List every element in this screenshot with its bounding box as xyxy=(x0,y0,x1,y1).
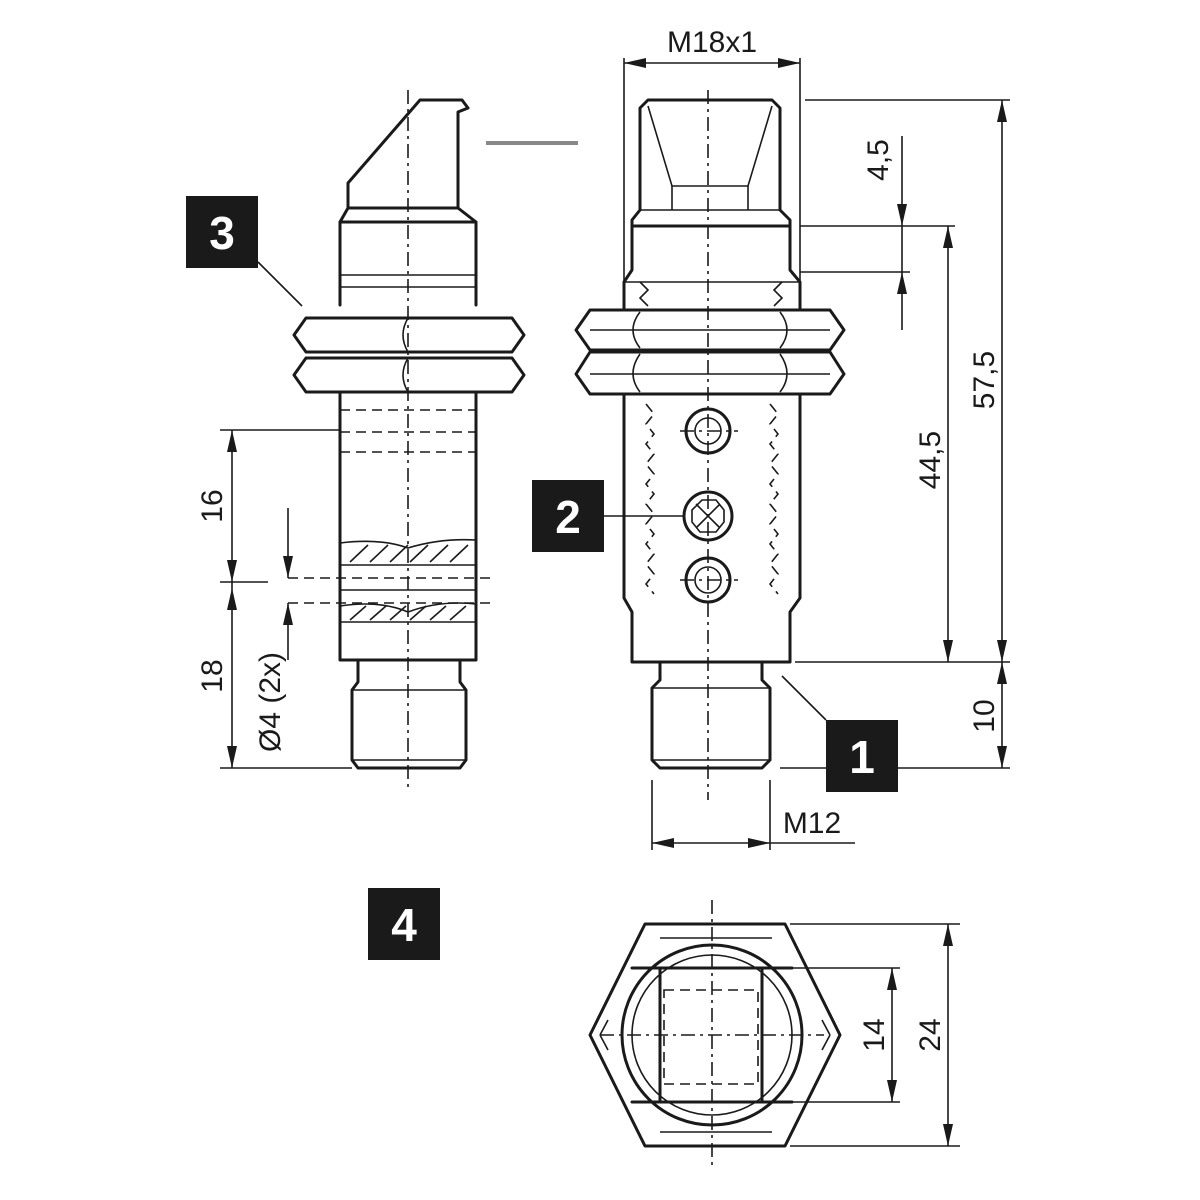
dim-thread-main: M18x1 xyxy=(667,26,757,59)
callout-3-label: 3 xyxy=(209,207,235,259)
dim-body-length: 44,5 xyxy=(914,431,947,489)
dim-across-flats: 24 xyxy=(914,1018,947,1051)
end-view-bottom xyxy=(588,900,842,1170)
dim-connector-length: 10 xyxy=(968,699,1001,732)
front-view-right xyxy=(574,90,846,800)
side-view-left xyxy=(288,90,526,792)
dim-total-length: 57,5 xyxy=(968,351,1001,409)
callout-4: 4 xyxy=(368,888,440,960)
dimension-lines xyxy=(220,58,1010,1147)
callout-3: 3 xyxy=(186,196,258,268)
callout-1: 1 xyxy=(826,720,898,792)
dim-hole-diameter: Ø4 (2x) xyxy=(254,652,287,752)
callout-2: 2 xyxy=(532,480,604,552)
callout-2-label: 2 xyxy=(555,491,581,543)
dim-head-length: 4,5 xyxy=(862,139,895,181)
callout-1-label: 1 xyxy=(849,731,875,783)
dim-inner-width: 14 xyxy=(858,1018,891,1051)
callout-4-label: 4 xyxy=(391,899,417,951)
dim-offset-upper: 16 xyxy=(196,489,229,522)
dim-connector-thread: M12 xyxy=(783,807,841,840)
dim-offset-lower: 18 xyxy=(196,659,229,692)
